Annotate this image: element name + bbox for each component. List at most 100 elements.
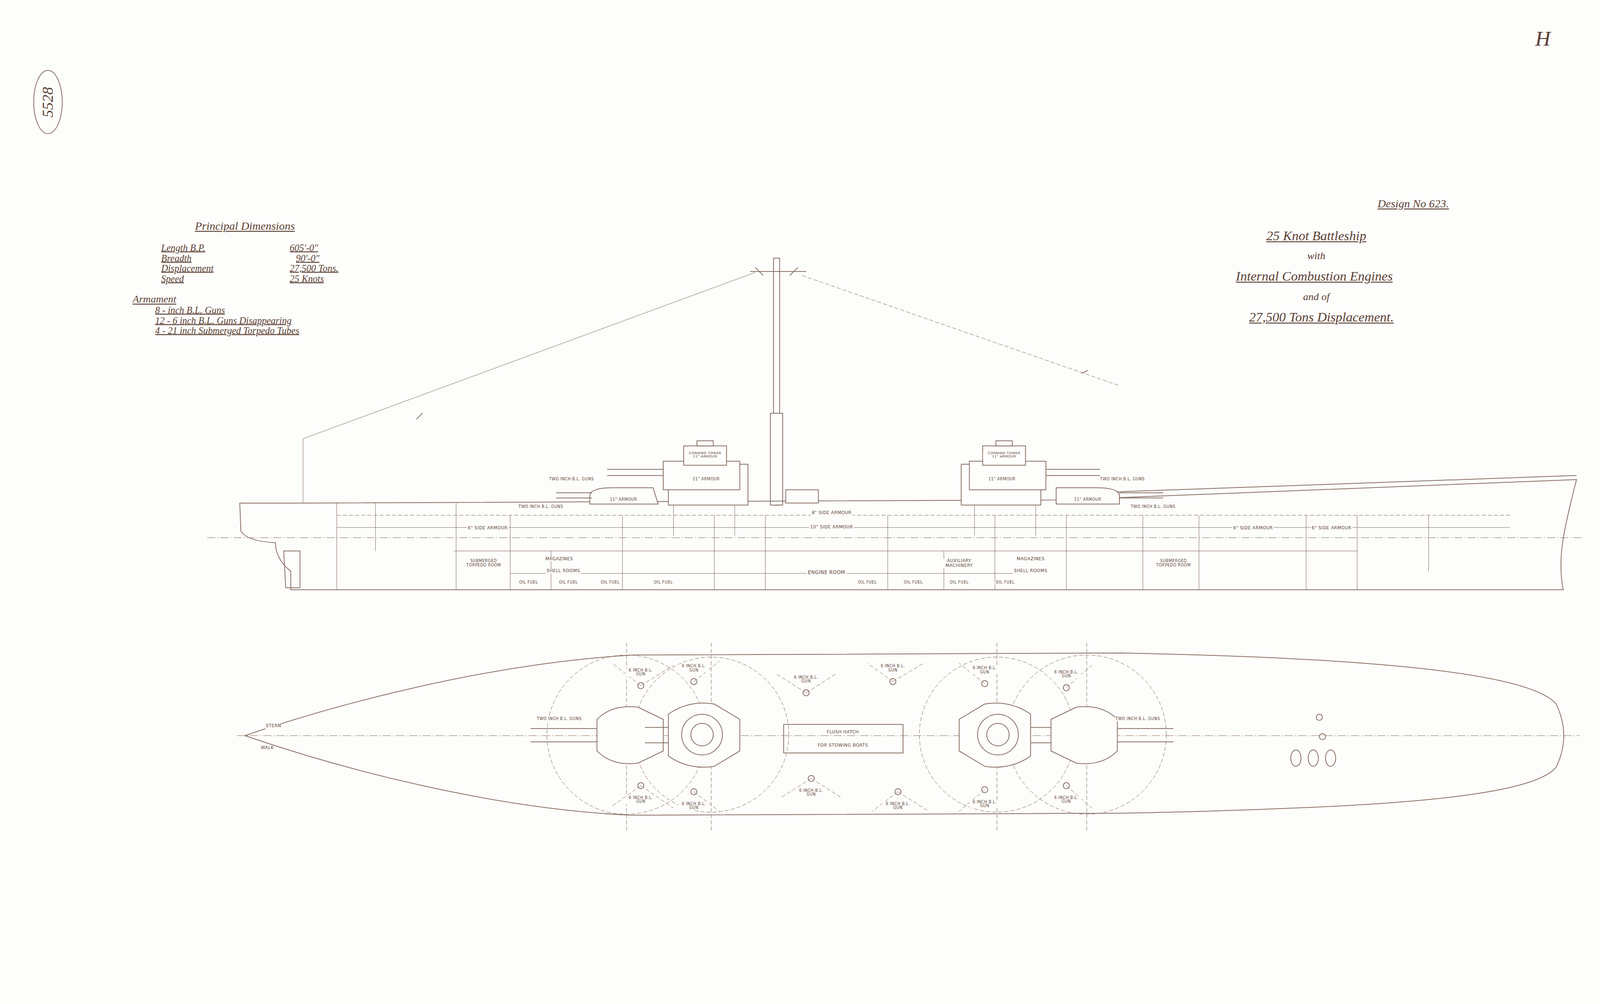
drawing-label: 12 - 6 inch B.L. Guns Disappearing [155, 315, 292, 326]
drawing-line [453, 550, 1357, 552]
drawing-line [336, 515, 1511, 516]
drawing-label: WALK [259, 746, 275, 751]
drawing-label: 6 INCH B.L. GUN [625, 796, 657, 805]
drawing-line [607, 469, 664, 476]
drawing-label: 6 INCH B.L. GUN [877, 664, 909, 673]
drawing-label: TWO INCH B.L. GUNS [548, 477, 595, 482]
drawing-label: 10" SIDE ARMOUR [809, 525, 854, 530]
drawing-label: Breadth [161, 253, 192, 264]
drawing-label: AUXILIARY MACHINERY [936, 559, 982, 569]
drawing-line [977, 714, 1019, 756]
drawing-line [943, 550, 944, 590]
drawing-label: 605'-0" [289, 243, 318, 254]
drawing-label: FLUSH HATCH [825, 730, 860, 736]
drawing-line [1056, 487, 1120, 504]
drawing-line [696, 441, 714, 447]
drawing-line [785, 490, 819, 504]
drawing-line [802, 275, 1120, 386]
drawing-line [1045, 469, 1100, 476]
drawing-line [770, 413, 783, 506]
drawing-line [1142, 515, 1144, 590]
drawing-label: FOR STOWING BOATS [816, 744, 870, 749]
drawing-label: SUBMERGED TORPEDO ROOM [459, 559, 509, 568]
drawing-line [637, 678, 1070, 796]
drawing-line [1316, 714, 1323, 721]
drawing-label: 6 INCH B.L. GUN [678, 664, 709, 673]
drawing-line [808, 775, 815, 782]
drawing-line [783, 724, 904, 754]
drawing-line [1305, 515, 1307, 590]
drawing-label: OIL FUEL [994, 580, 1016, 585]
drawing-line [867, 663, 1092, 688]
drawing-label: SHELL ROOMS [545, 569, 581, 574]
drawing-line [206, 537, 1582, 539]
drawing-line [1061, 475, 1577, 495]
drawing-line [1198, 515, 1200, 590]
drawing-label: 8" SIDE ARMOUR [810, 510, 853, 516]
drawing-line [245, 653, 1564, 816]
drawing-label: Principal Dimensions [195, 220, 295, 233]
drawing-line [749, 267, 806, 276]
drawing-label: TWO INCH B.L. GUNS [1099, 477, 1146, 482]
drawing-line [510, 573, 1031, 574]
drawing-label: MAGAZINES [1015, 557, 1046, 562]
drawing-line [283, 550, 300, 588]
drawing-line [959, 703, 1031, 768]
drawing-label: Speed [161, 273, 185, 284]
drawing-label: Design No 623. [1377, 197, 1450, 210]
drawing-label: OIL FUEL [558, 580, 580, 585]
drawing-line [336, 503, 1429, 590]
drawing-line [416, 370, 1088, 420]
drawing-line [33, 70, 63, 134]
drawing-line [1308, 750, 1319, 767]
drawing-line [375, 503, 376, 552]
drawing-label: OIL FUEL [903, 580, 924, 585]
drawing-line [626, 643, 1087, 833]
drawing-line [690, 723, 714, 747]
drawing-label: 6 INCH B.L. GUN [625, 668, 657, 677]
drawing-line [668, 703, 740, 768]
drawing-line [1325, 750, 1336, 767]
drawing-label: OIL FUEL [652, 580, 674, 585]
side-elevation [206, 258, 1582, 590]
drawing-label: 90'-0" [295, 253, 320, 264]
drawing-label: 11" ARMOUR [987, 477, 1017, 482]
drawing-line [303, 272, 756, 440]
drawing-label: H [1535, 27, 1551, 50]
drawing-line [887, 515, 888, 590]
drawing-line [336, 503, 337, 590]
drawing-label: OIL FUEL [599, 580, 621, 585]
drawing-label: 11" ARMOUR [1073, 498, 1103, 502]
drawing-label: 11" ARMOUR [691, 477, 721, 482]
drawing-label: TWO INCH B.L. GUNS [535, 717, 583, 722]
drawing-label: STERN [265, 724, 283, 729]
drawing-label: 6" SIDE ARMOUR [1232, 526, 1275, 531]
drawing-label: TWO INCH B.L. GUNS [1129, 505, 1177, 510]
drawing-label: with [1307, 250, 1326, 262]
drawing-label: and of [1303, 291, 1330, 303]
drawing-line [622, 515, 623, 590]
drawing-label: Displacement [161, 263, 214, 274]
drawing-line [644, 727, 668, 744]
drawing-label: 27,500 Tons Displacement. [1249, 310, 1394, 324]
drawing-label: 6 INCH B.L. GUN [795, 789, 827, 798]
drawing-line [589, 487, 659, 504]
drawing-line [995, 441, 1012, 447]
drawing-line [1356, 515, 1358, 590]
drawing-label: 6 INCH B.L. GUN [882, 802, 913, 811]
drawing-line [1119, 492, 1164, 499]
drawing-line [872, 785, 1092, 812]
drawing-line [714, 515, 715, 590]
drawing-label: 8 - inch B.L. Guns [155, 305, 226, 316]
drawing-line [510, 515, 511, 590]
drawing-label: TWO INCH B.L. GUNS [1114, 717, 1161, 722]
drawing-line [612, 778, 843, 812]
drawing-line [1290, 714, 1336, 767]
drawing-line [239, 479, 1577, 590]
drawing-line [530, 728, 597, 743]
drawing-line [1290, 750, 1301, 767]
drawing-line [982, 446, 1026, 466]
drawing-line [974, 505, 1036, 536]
